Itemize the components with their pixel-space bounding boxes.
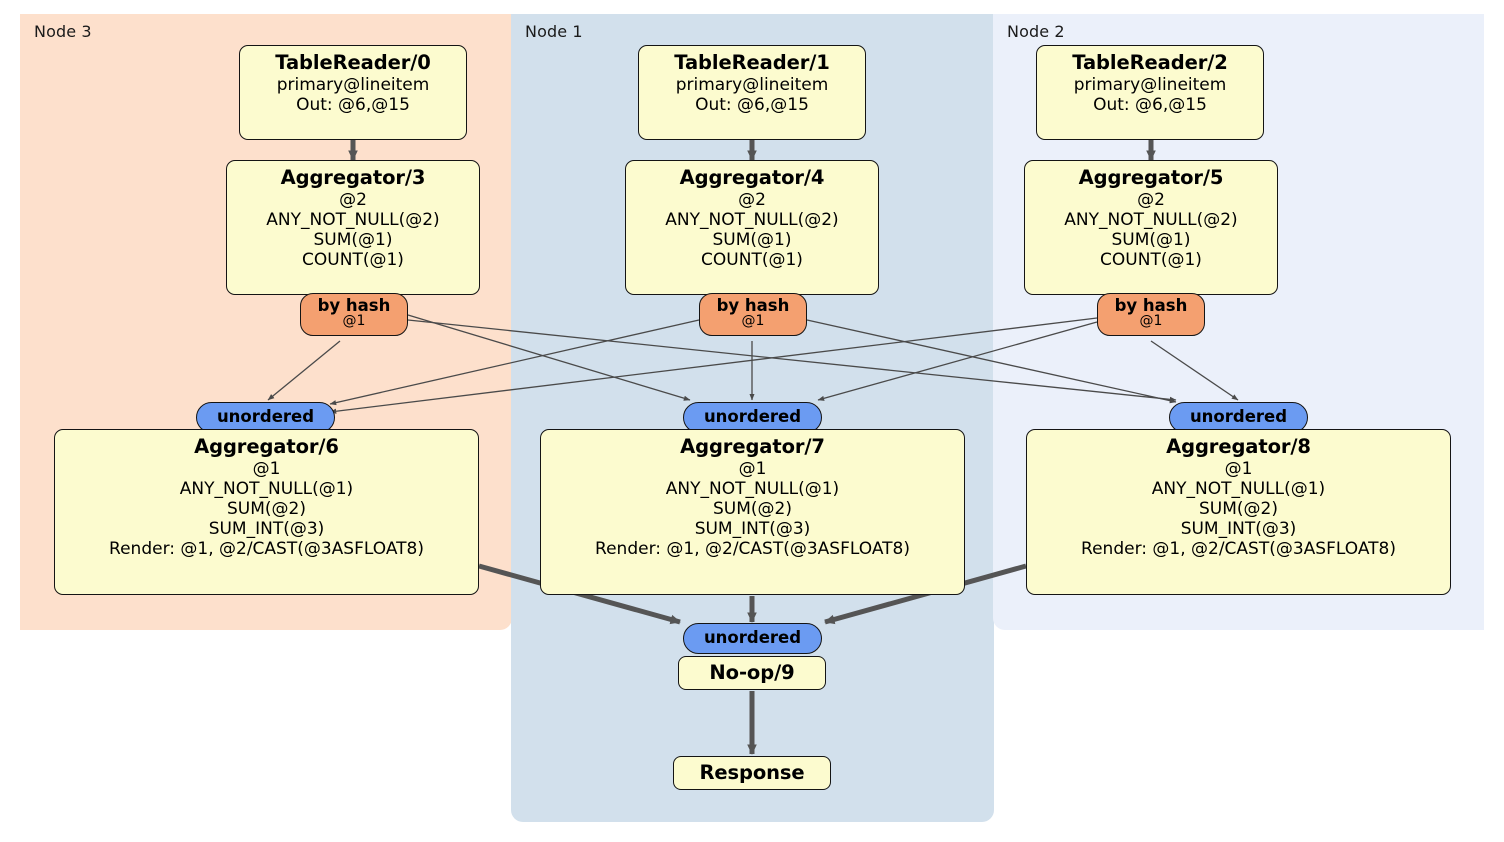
panel-label-node-1: Node 1: [525, 22, 583, 41]
no-op-9-title: No-op/9: [709, 661, 795, 684]
aggregator-7-line-0: @1: [738, 459, 767, 479]
aggregator-7-line-3: SUM_INT(@3): [694, 519, 811, 540]
aggregator-3-line-0: @2: [339, 190, 367, 210]
unordered-input-noop[interactable]: unordered: [683, 623, 822, 655]
table-reader-2-title: TableReader/2: [1072, 51, 1228, 74]
by-hash-router-3[interactable]: by hash@1: [300, 293, 408, 336]
unordered-input-6[interactable]: unordered: [196, 402, 335, 434]
aggregator-3-line-2: SUM(@1): [313, 230, 393, 251]
by-hash-router-3-label: by hash: [317, 296, 391, 315]
aggregator-3-title: Aggregator/3: [280, 166, 426, 189]
table-reader-1-title: TableReader/1: [674, 51, 830, 74]
panel-label-node-2: Node 2: [1007, 22, 1065, 41]
table-reader-2-line-1: Out: @6,@15: [1093, 95, 1207, 116]
aggregator-6-line-3: SUM_INT(@3): [208, 519, 325, 540]
aggregator-4-line-1: ANY_NOT_NULL(@2): [665, 210, 839, 231]
panel-label-node-3: Node 3: [34, 22, 92, 41]
by-hash-router-5-arg: @1: [1139, 313, 1163, 330]
aggregator-3-line-3: COUNT(@1): [302, 250, 404, 271]
by-hash-router-5-label: by hash: [1114, 296, 1188, 315]
by-hash-router-4-label: by hash: [716, 296, 790, 315]
table-reader-2-line-0: primary@lineitem: [1073, 75, 1227, 95]
aggregator-3-line-1: ANY_NOT_NULL(@2): [266, 210, 440, 231]
table-reader-1-line-0: primary@lineitem: [675, 75, 829, 95]
aggregator-5-title: Aggregator/5: [1078, 166, 1224, 189]
aggregator-7-line-2: SUM(@2): [713, 499, 792, 520]
aggregator-8-line-2: SUM(@2): [1199, 499, 1278, 520]
aggregator-4-title: Aggregator/4: [679, 166, 825, 189]
aggregator-4-line-0: @2: [738, 190, 766, 210]
unordered-input-noop-label: unordered: [703, 628, 802, 647]
aggregator-7-line-1: ANY_NOT_NULL(@1): [665, 479, 840, 500]
aggregator-5-line-2: SUM(@1): [1111, 230, 1191, 251]
unordered-input-8[interactable]: unordered: [1169, 402, 1308, 434]
aggregator-6-line-0: @1: [252, 459, 281, 479]
aggregator-4-line-3: COUNT(@1): [701, 250, 803, 271]
response-title: Response: [699, 761, 805, 784]
table-reader-0-line-1: Out: @6,@15: [296, 95, 410, 116]
aggregator-7-title: Aggregator/7: [680, 435, 825, 458]
aggregator-8-line-0: @1: [1224, 459, 1253, 479]
no-op-9[interactable]: No-op/9: [678, 656, 826, 690]
response[interactable]: Response: [673, 756, 831, 790]
by-hash-router-3-arg: @1: [342, 313, 366, 330]
aggregator-6-line-2: SUM(@2): [227, 499, 306, 520]
aggregator-8-line-4: Render: @1, @2/CAST(@3ASFLOAT8): [1081, 539, 1396, 560]
aggregator-8-line-1: ANY_NOT_NULL(@1): [1151, 479, 1326, 500]
aggregator-4-line-2: SUM(@1): [712, 230, 792, 251]
aggregator-6-line-1: ANY_NOT_NULL(@1): [179, 479, 354, 500]
by-hash-router-5[interactable]: by hash@1: [1097, 293, 1205, 336]
table-reader-1-line-1: Out: @6,@15: [695, 95, 809, 116]
aggregator-6-title: Aggregator/6: [194, 435, 339, 458]
table-reader-0-line-0: primary@lineitem: [276, 75, 430, 95]
by-hash-router-4[interactable]: by hash@1: [699, 293, 807, 336]
aggregator-5-line-0: @2: [1137, 190, 1165, 210]
aggregator-5-line-3: COUNT(@1): [1100, 250, 1202, 271]
aggregator-7-line-4: Render: @1, @2/CAST(@3ASFLOAT8): [595, 539, 910, 560]
unordered-input-7[interactable]: unordered: [683, 402, 822, 434]
aggregator-8-line-3: SUM_INT(@3): [1180, 519, 1297, 540]
unordered-input-8-label: unordered: [1189, 407, 1288, 426]
aggregator-8-title: Aggregator/8: [1166, 435, 1311, 458]
by-hash-router-4-arg: @1: [741, 313, 765, 330]
aggregator-5-line-1: ANY_NOT_NULL(@2): [1064, 210, 1238, 231]
unordered-input-7-label: unordered: [703, 407, 802, 426]
aggregator-6-line-4: Render: @1, @2/CAST(@3ASFLOAT8): [109, 539, 424, 560]
unordered-input-6-label: unordered: [216, 407, 315, 426]
table-reader-0-title: TableReader/0: [275, 51, 431, 74]
